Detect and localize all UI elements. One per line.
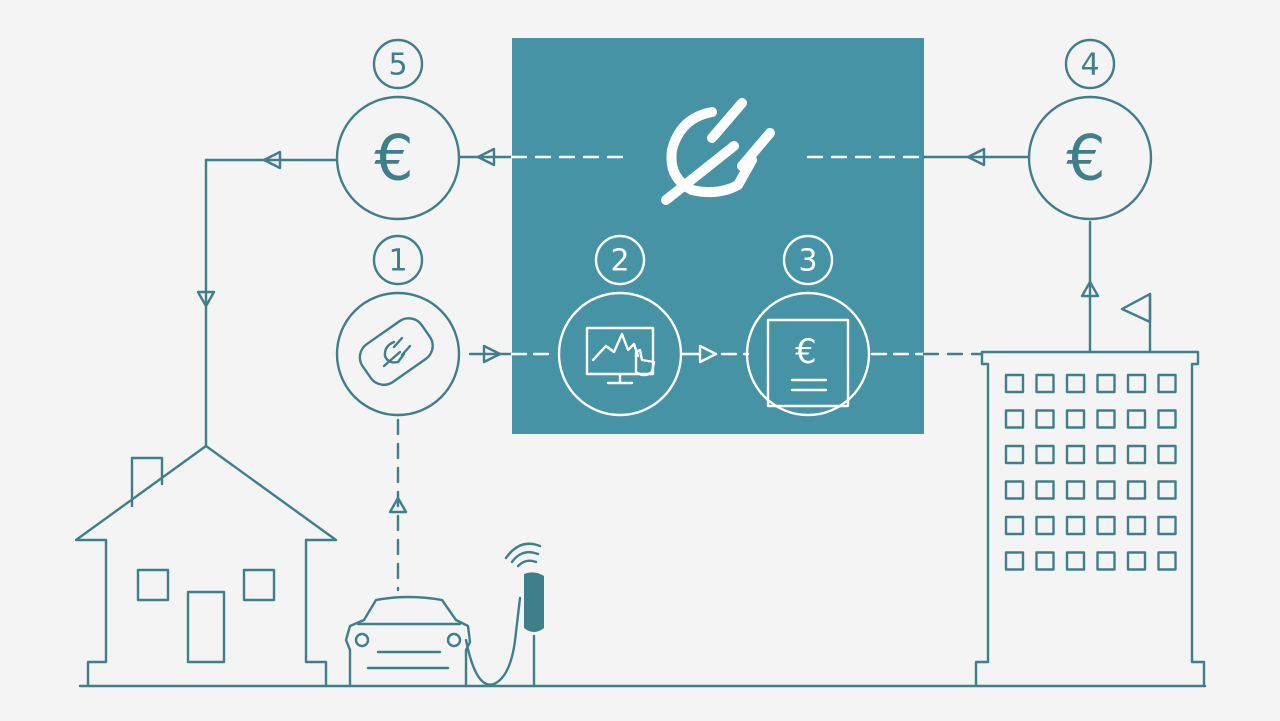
car-icon [344,595,472,688]
office-windows [1004,373,1177,571]
office-window [1126,444,1147,465]
office-window [1004,551,1025,571]
office-window [1035,480,1055,500]
office-window [1035,444,1055,465]
office-window [1065,444,1086,465]
step-2-label: 2 [610,244,629,279]
step-5-label: 5 [388,48,407,83]
charging-card-icon [358,317,434,386]
step-4-label: 4 [1080,48,1099,83]
step-3-label: 3 [798,244,817,279]
office-window [1035,409,1055,429]
office-window [1004,480,1025,500]
office-window [1157,480,1177,500]
step-4: 4 € [1027,38,1153,221]
office-window [1004,373,1025,394]
office-window [1065,480,1086,500]
office-window [1004,515,1025,536]
office-window [1035,551,1055,571]
step-1: 1 [335,234,461,417]
office-window [1065,551,1086,571]
step-1-label: 1 [388,244,407,279]
monitor-chart-icon [585,326,656,385]
office-window [1096,409,1116,429]
step-5: 5 € [335,38,461,221]
office-window [1096,480,1116,500]
office-window [1157,373,1177,394]
office-window [1004,409,1025,429]
office-window [1096,444,1116,465]
connector-panel-to-5 [458,147,632,167]
invoice-icon: € [766,318,850,408]
office-window [1126,480,1147,500]
office-window [1126,373,1147,394]
office-window [1096,373,1116,394]
office-window [1126,515,1147,536]
office-window [1065,515,1086,536]
operator-panel [512,38,924,434]
house-icon [74,444,338,688]
office-window [1157,409,1177,429]
step-3: 3 € [745,234,871,417]
office-window [1065,373,1086,394]
connector-car-to-1 [388,418,408,592]
euro-icon: € [795,332,817,372]
office-window [1157,444,1177,465]
euro-icon: € [374,122,413,195]
office-window [1035,373,1055,394]
charging-station-icon [464,542,544,688]
office-window [1126,409,1147,429]
euro-icon: € [1066,122,1105,195]
connector-2-to-3 [680,344,750,364]
office-window [1157,551,1177,571]
office-window [1126,551,1147,571]
connector-4-to-panel [806,147,1030,167]
office-window [1035,515,1055,536]
office-window [1004,444,1025,465]
office-building-icon [974,220,1206,688]
office-window [1065,409,1086,429]
connector-1-to-2 [468,344,558,364]
office-window [1096,551,1116,571]
payout-path-house [196,150,338,448]
plug-icon [661,98,775,205]
step-2: 2 [557,234,683,417]
office-window [1096,515,1116,536]
office-window [1157,515,1177,536]
